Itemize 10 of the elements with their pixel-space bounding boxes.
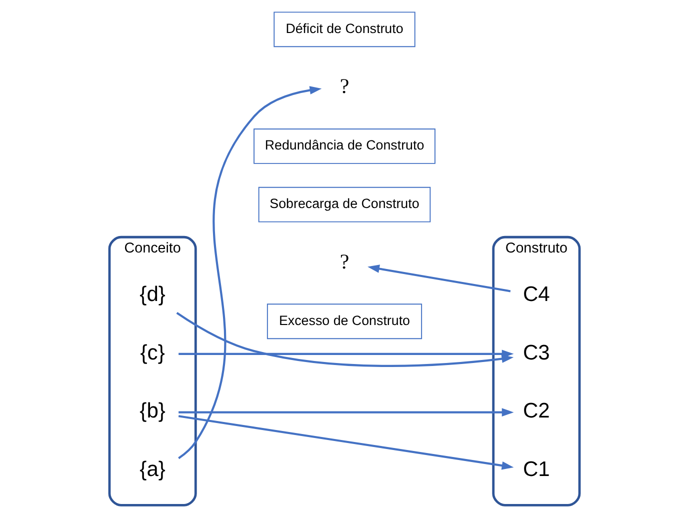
node-text: ? [340,249,350,274]
node-text: ? [340,74,350,98]
node-text: {c} [140,341,165,364]
node-text: C3 [522,341,550,364]
node-text: C4 [522,282,550,306]
node-text: C2 [522,400,550,423]
node-text: {b} [140,400,166,423]
node-text: {a} [140,458,166,482]
node-text: C1 [522,458,550,482]
node-text: {d} [140,282,166,306]
